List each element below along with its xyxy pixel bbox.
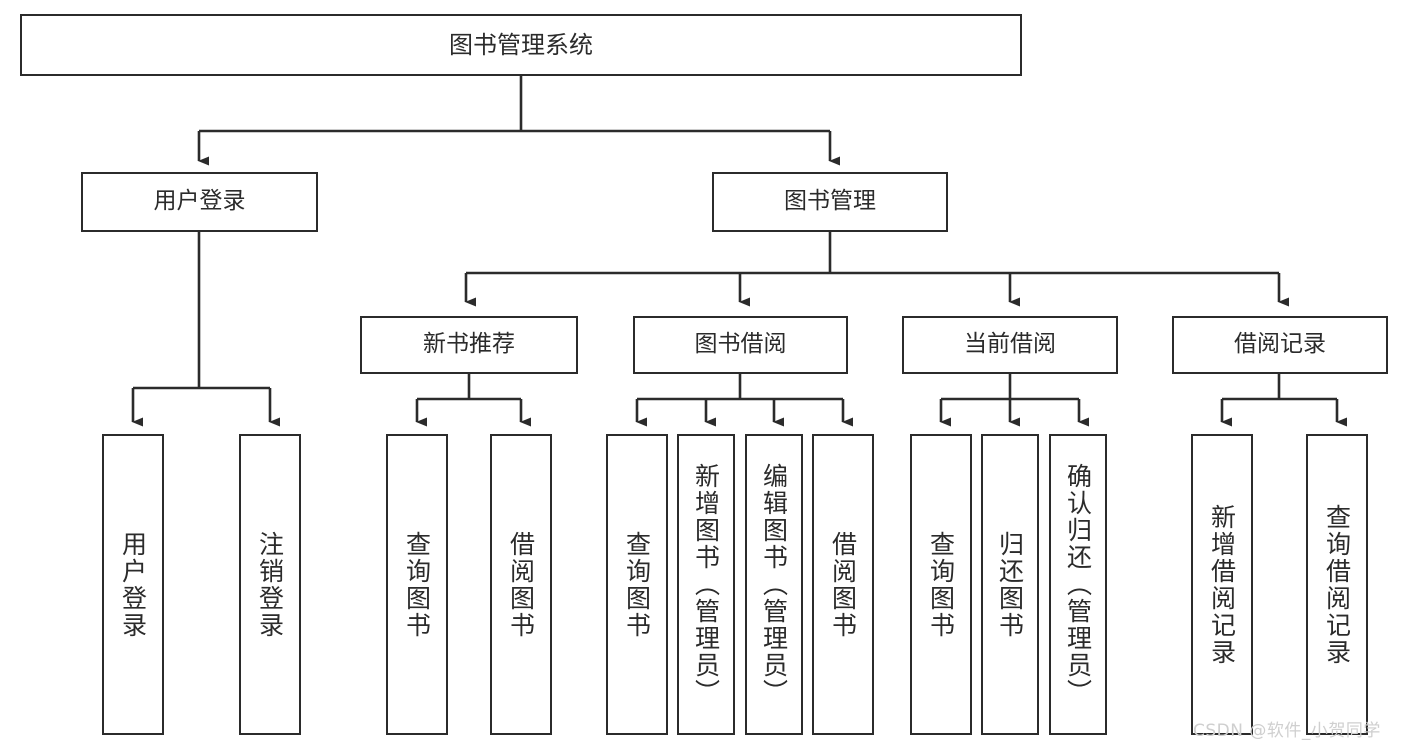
node-leaf-borrow-book-1[interactable]: 借阅图书 xyxy=(490,434,552,735)
node-label: 新增图书（管理员） xyxy=(691,463,721,706)
node-label: 注销登录 xyxy=(255,530,285,639)
node-label: 用户登录 xyxy=(118,530,148,639)
node-user-login[interactable]: 用户登录 xyxy=(81,172,318,232)
node-current-borrow[interactable]: 当前借阅 xyxy=(902,316,1118,374)
node-label: 新增借阅记录 xyxy=(1207,503,1237,666)
node-leaf-borrow-book-2[interactable]: 借阅图书 xyxy=(812,434,874,735)
node-leaf-edit-book[interactable]: 编辑图书（管理员） xyxy=(745,434,803,735)
node-root-system[interactable]: 图书管理系统 xyxy=(20,14,1022,76)
csdn-watermark: CSDN @软件_小贺同学 xyxy=(1193,721,1381,741)
node-label: 查询借阅记录 xyxy=(1322,503,1352,666)
node-leaf-return-book[interactable]: 归还图书 xyxy=(981,434,1039,735)
node-book-manage[interactable]: 图书管理 xyxy=(712,172,948,232)
node-leaf-logout-login[interactable]: 注销登录 xyxy=(239,434,301,735)
node-label: 图书管理 xyxy=(784,188,876,215)
node-leaf-add-record[interactable]: 新增借阅记录 xyxy=(1191,434,1253,735)
node-label: 用户登录 xyxy=(153,188,246,215)
node-leaf-confirm-return[interactable]: 确认归还（管理员） xyxy=(1049,434,1107,735)
node-label: 查询图书 xyxy=(402,530,432,639)
node-leaf-query-book-1[interactable]: 查询图书 xyxy=(386,434,448,735)
node-label: 归还图书 xyxy=(995,530,1025,639)
node-leaf-user-login[interactable]: 用户登录 xyxy=(102,434,164,735)
node-book-borrow[interactable]: 图书借阅 xyxy=(633,316,848,374)
node-label: 图书管理系统 xyxy=(449,30,593,59)
node-label: 查询图书 xyxy=(622,530,652,639)
node-label: 借阅记录 xyxy=(1234,331,1326,358)
node-leaf-query-book-2[interactable]: 查询图书 xyxy=(606,434,668,735)
node-leaf-query-book-3[interactable]: 查询图书 xyxy=(910,434,972,735)
node-label: 图书借阅 xyxy=(694,331,787,358)
node-new-book-rec[interactable]: 新书推荐 xyxy=(360,316,578,374)
node-label: 借阅图书 xyxy=(506,530,536,639)
node-label: 查询图书 xyxy=(926,530,956,639)
node-leaf-query-record[interactable]: 查询借阅记录 xyxy=(1306,434,1368,735)
node-label: 确认归还（管理员） xyxy=(1063,463,1093,706)
node-label: 借阅图书 xyxy=(828,530,858,639)
node-borrow-record[interactable]: 借阅记录 xyxy=(1172,316,1388,374)
node-label: 编辑图书（管理员） xyxy=(759,463,789,706)
node-label: 当前借阅 xyxy=(964,331,1056,358)
node-label: 新书推荐 xyxy=(423,331,515,358)
node-leaf-add-book[interactable]: 新增图书（管理员） xyxy=(677,434,735,735)
